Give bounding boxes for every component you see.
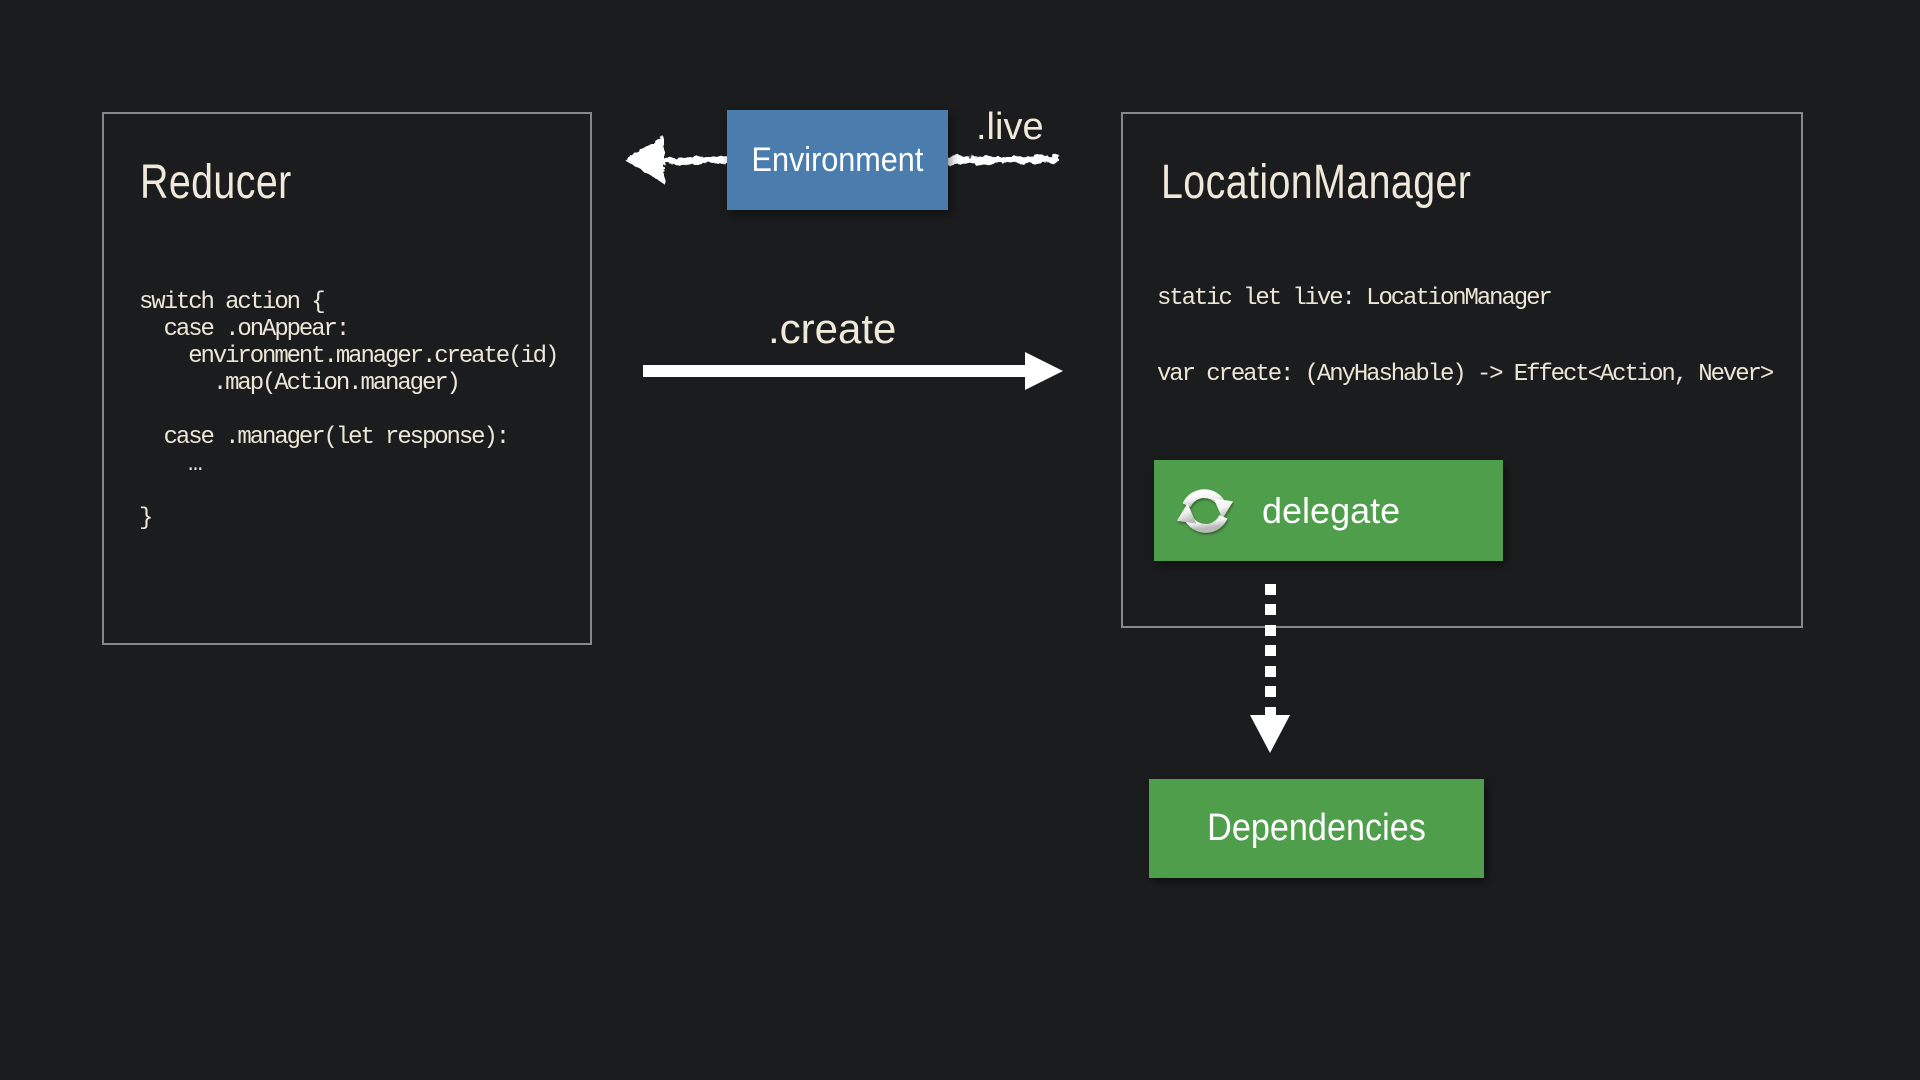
live-edge-label: .live — [976, 106, 1044, 148]
dependencies-box: Dependencies — [1149, 779, 1484, 878]
refresh-icon — [1176, 488, 1234, 533]
reducer-title: Reducer — [140, 156, 292, 209]
location-manager-panel: LocationManager static let live: Locatio… — [1121, 112, 1803, 628]
delegate-label: delegate — [1262, 489, 1401, 531]
reducer-panel: Reducer switch action { case .onAppear: … — [102, 112, 592, 645]
location-manager-title: LocationManager — [1161, 156, 1472, 209]
delegate-arrow — [1250, 584, 1290, 753]
create-arrow — [643, 352, 1063, 390]
environment-label: Environment — [751, 140, 924, 179]
location-manager-code-create: var create: (AnyHashable) -> Effect<Acti… — [1157, 361, 1774, 388]
reducer-code: switch action { case .onAppear: environm… — [139, 289, 559, 532]
environment-box: Environment — [727, 110, 948, 210]
delegate-badge: delegate — [1154, 460, 1503, 561]
dependencies-label: Dependencies — [1207, 807, 1426, 849]
location-manager-code-live: static let live: LocationManager — [1157, 285, 1553, 312]
create-edge-label: .create — [768, 305, 897, 352]
